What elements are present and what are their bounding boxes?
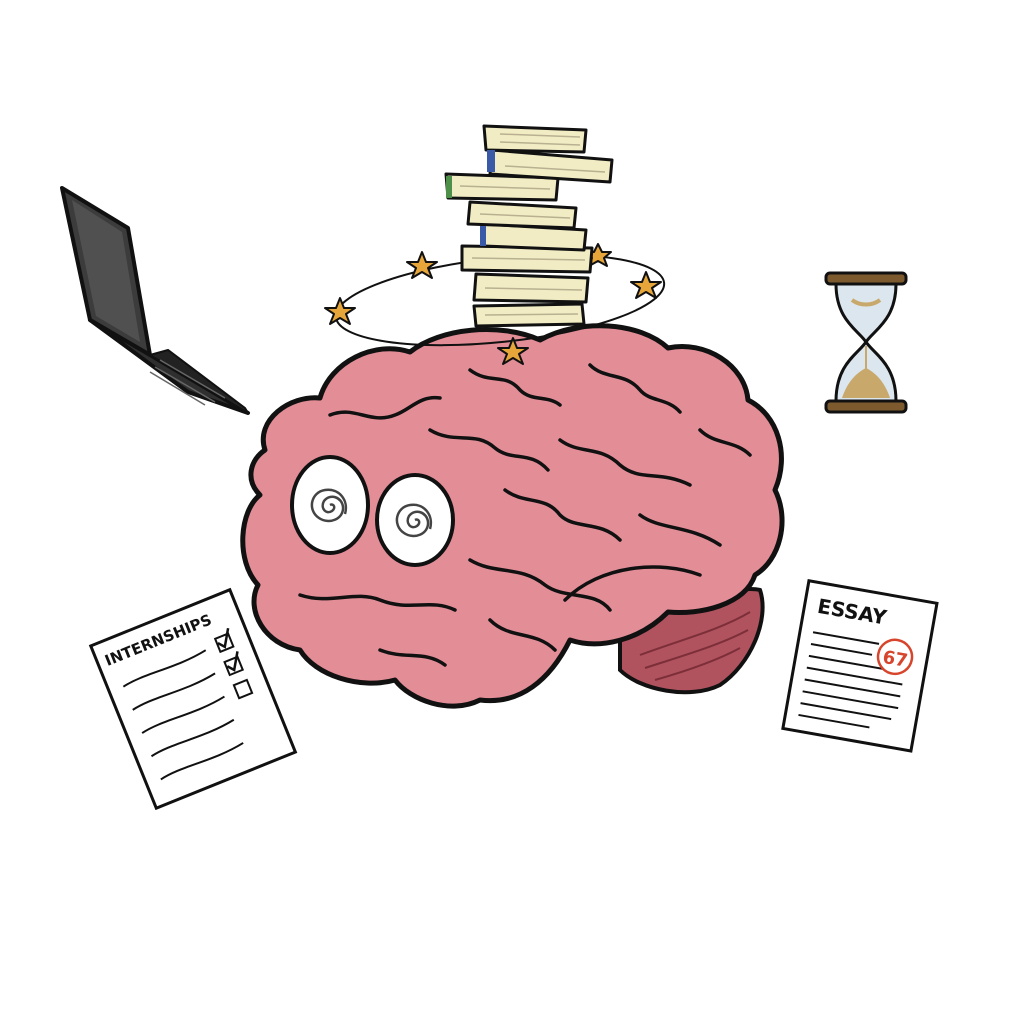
essay-sheet: ESSAY 67 <box>781 578 939 753</box>
book-stack <box>444 124 614 328</box>
essay-grade: 67 <box>881 647 909 672</box>
star-icon <box>497 337 529 365</box>
hourglass-icon <box>824 271 908 414</box>
swirl-eyes <box>290 455 455 567</box>
star-icon <box>630 271 662 299</box>
brain-illustration <box>240 323 785 709</box>
star-icon <box>406 251 438 279</box>
grade-circle <box>876 638 914 676</box>
internships-sheet: INTERNSHIPS <box>88 587 298 811</box>
laptop-icon <box>60 186 250 415</box>
star-icon <box>324 297 356 325</box>
